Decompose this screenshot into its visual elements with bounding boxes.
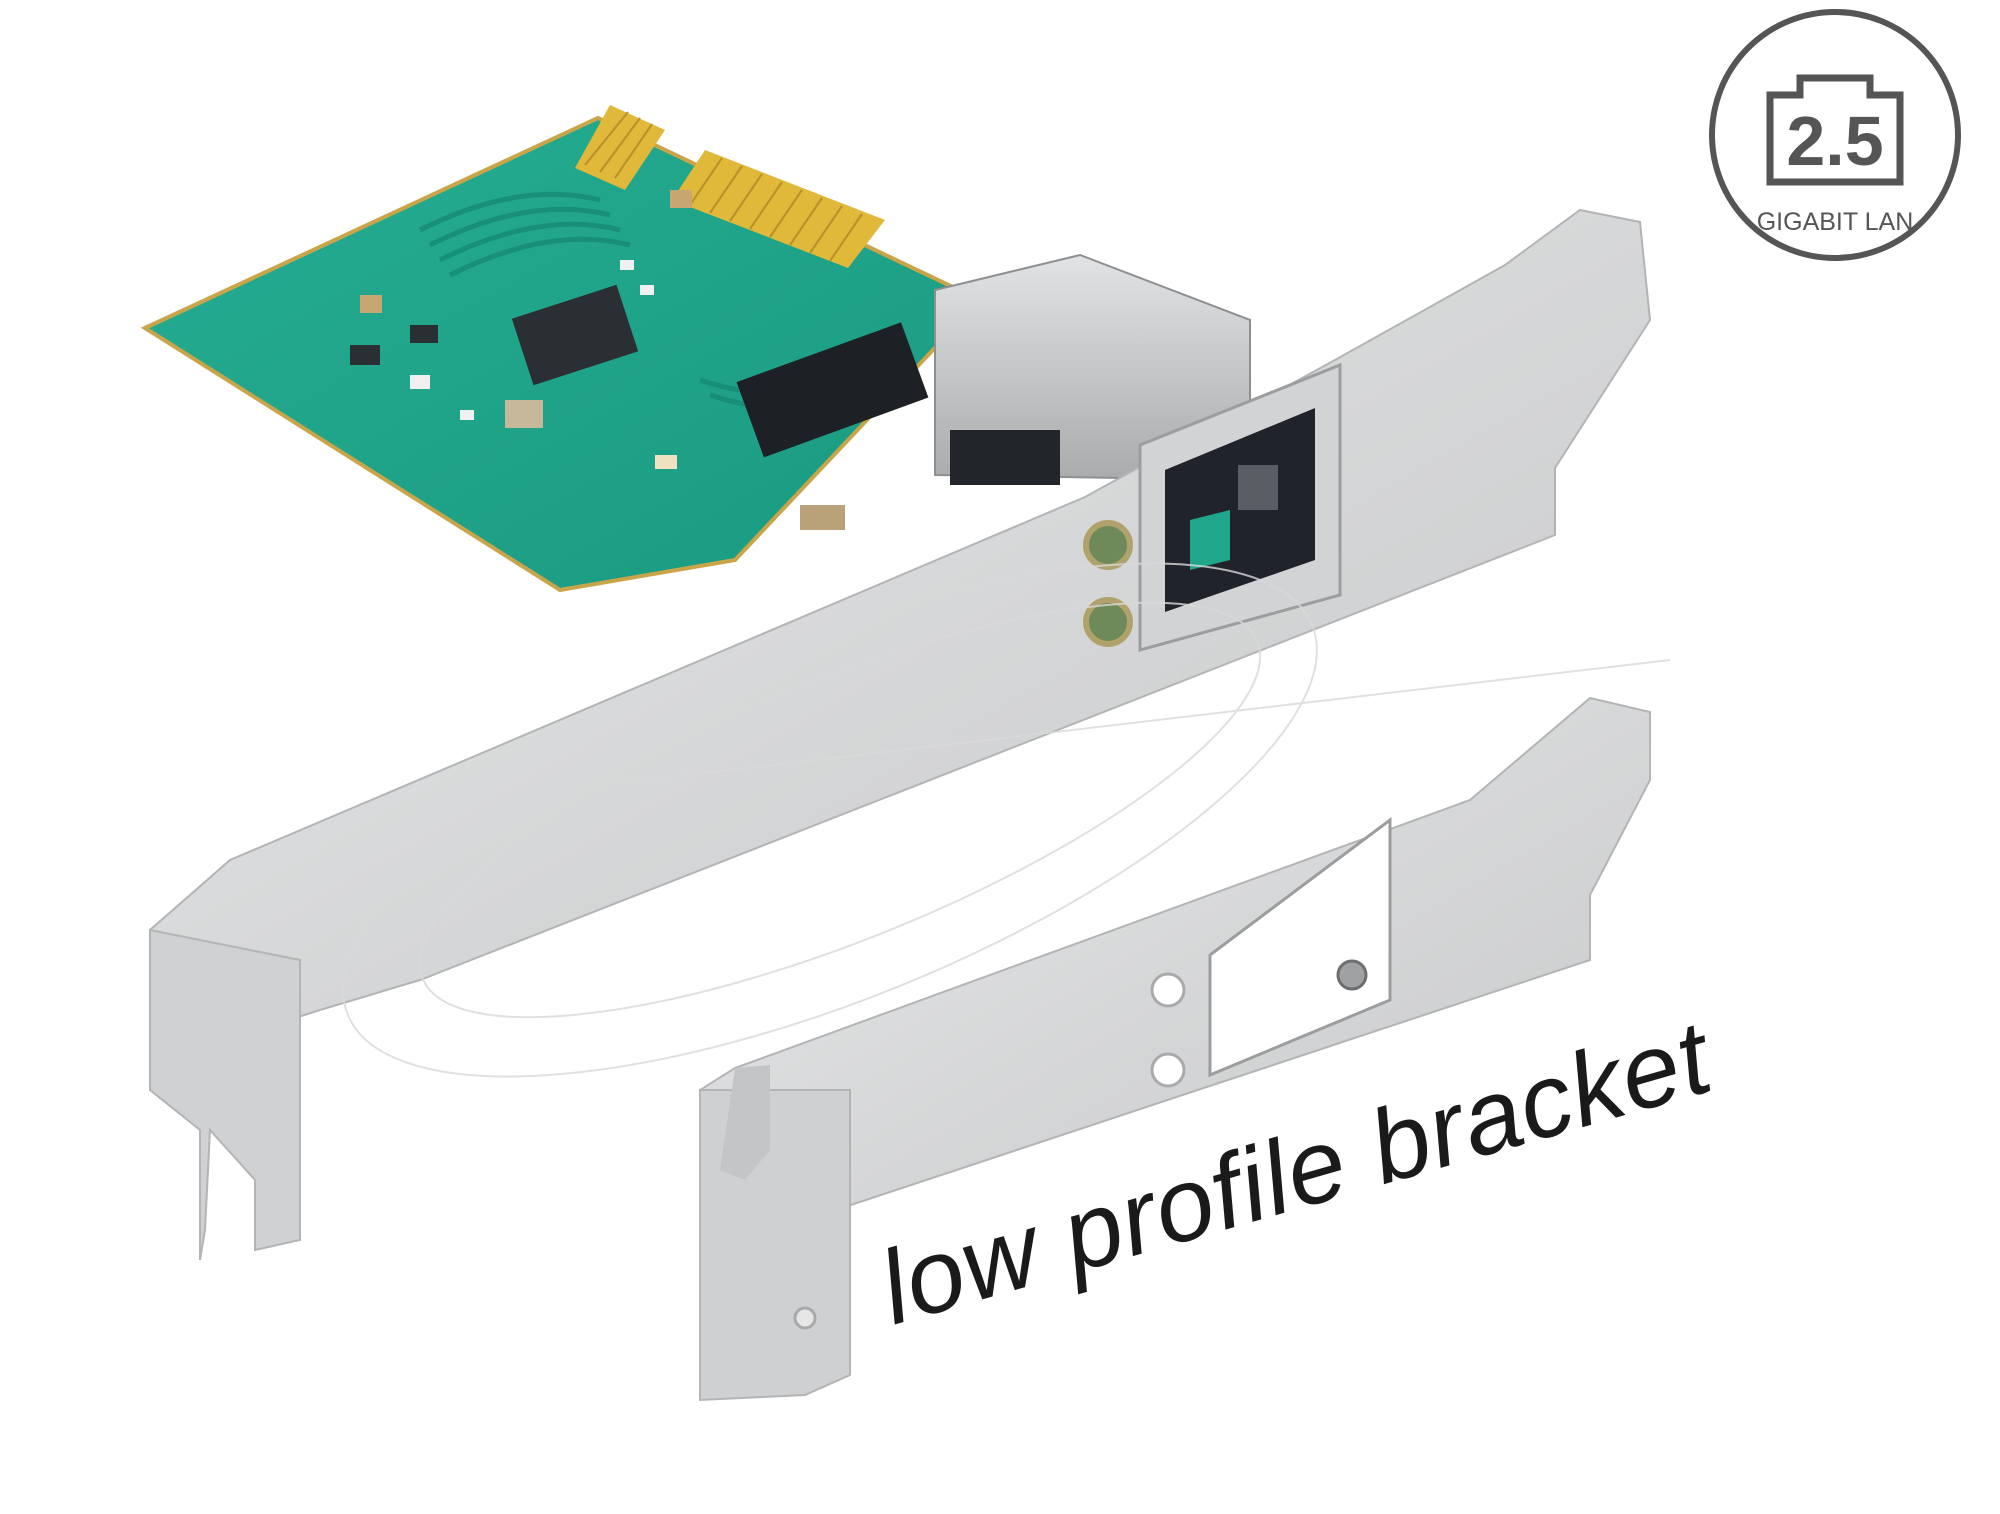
led-hole-2 bbox=[1083, 597, 1133, 647]
low-profile-port-window bbox=[1208, 817, 1392, 1078]
transformer-chip bbox=[736, 322, 929, 458]
full-height-bracket bbox=[149, 208, 1652, 1261]
watermark-swoosh bbox=[342, 562, 1671, 1078]
badge-speed: 2.5 bbox=[1786, 102, 1883, 180]
led-hole-1 bbox=[1083, 520, 1133, 570]
low-profile-bracket bbox=[699, 696, 1651, 1402]
rj45-housing bbox=[934, 253, 1251, 485]
ethernet-port-icon bbox=[1766, 74, 1904, 186]
badge-label: GIGABIT LAN bbox=[1757, 208, 1914, 236]
gold-contacts bbox=[575, 105, 885, 268]
bracket-screw bbox=[1336, 959, 1368, 991]
controller-chip bbox=[511, 284, 639, 386]
gigabit-lan-badge: 2.5 GIGABIT LAN bbox=[1709, 9, 1961, 261]
pcie-card bbox=[140, 105, 984, 593]
